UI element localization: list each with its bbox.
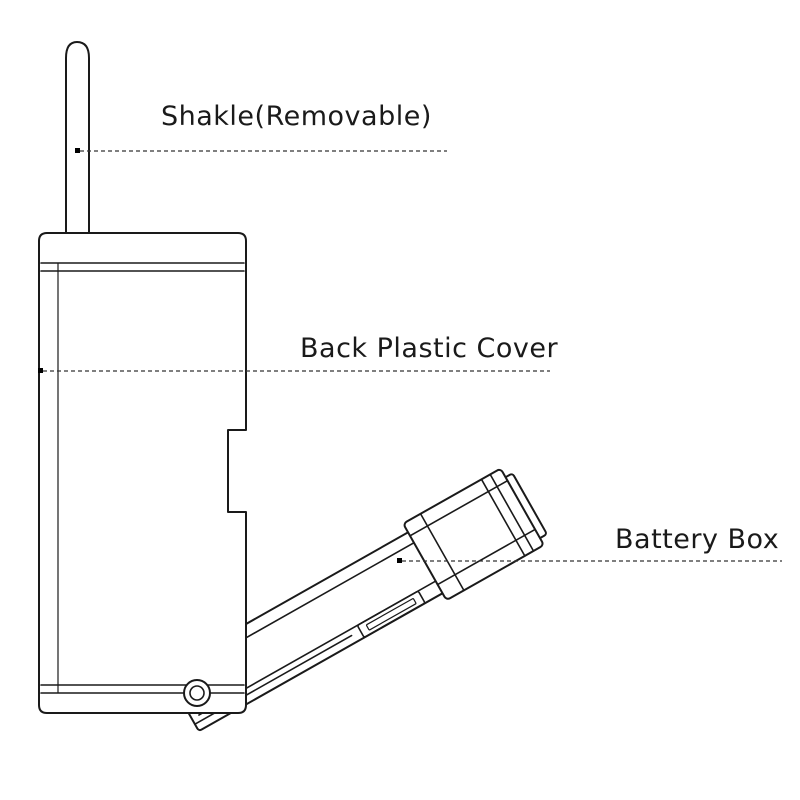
- callout-battery-box-dot: [397, 558, 402, 563]
- callout-battery-box-label: Battery Box: [615, 524, 779, 555]
- back-plastic-cover: [38, 232, 247, 714]
- hinge-screw: [183, 679, 211, 707]
- callout-shackle: Shakle(Removable): [75, 101, 447, 153]
- callout-shackle-dot: [75, 148, 80, 153]
- shackle: [65, 41, 90, 234]
- callout-back-cover-label: Back Plastic Cover: [300, 333, 559, 364]
- callout-back-cover-dot: [38, 368, 43, 373]
- callout-back-cover: Back Plastic Cover: [38, 333, 559, 373]
- callout-battery-box: Battery Box: [397, 524, 782, 563]
- callout-shackle-label: Shakle(Removable): [161, 101, 432, 132]
- battery-box: [164, 468, 547, 732]
